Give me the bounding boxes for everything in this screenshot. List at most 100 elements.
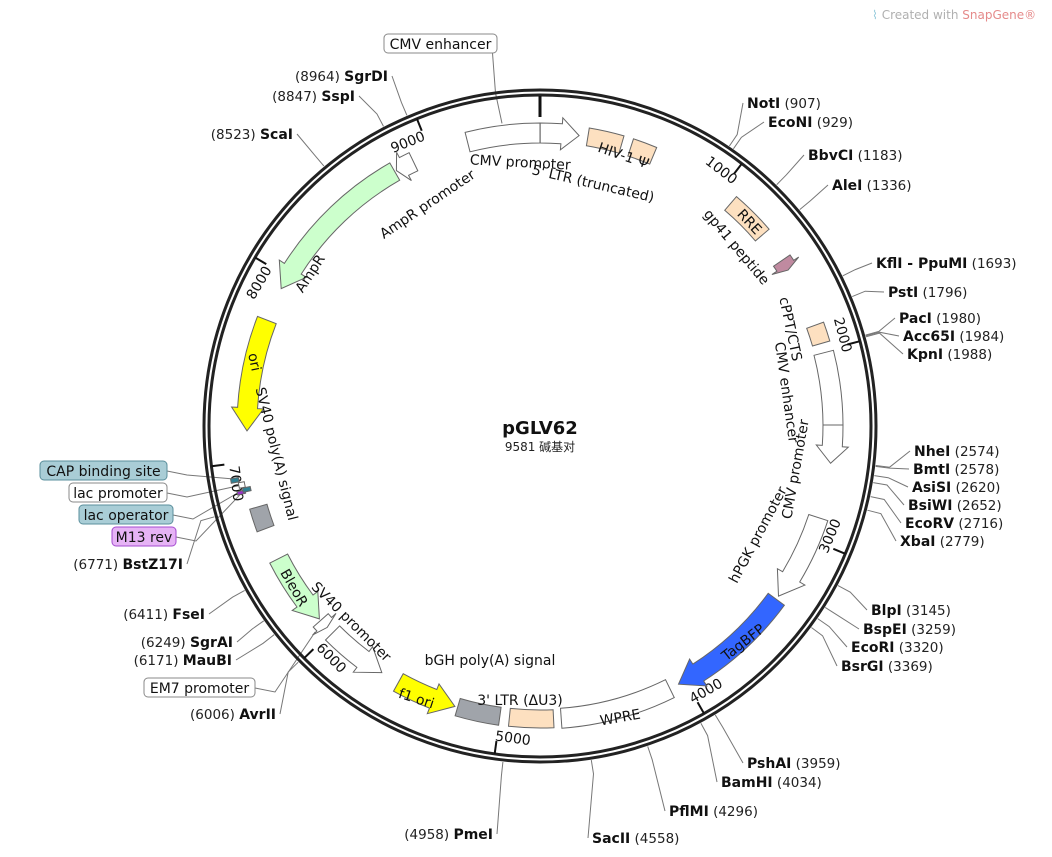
enzyme-leader-line — [852, 290, 885, 298]
enzyme-site[interactable]: NotI (907) — [747, 96, 821, 112]
enzyme-position: (929) — [812, 115, 853, 131]
enzyme-name: PmeI — [453, 827, 493, 843]
enzyme-site[interactable]: AsiSI (2620) — [912, 480, 1000, 496]
feature-label-box[interactable] — [383, 33, 498, 54]
enzyme-name: BlpI — [871, 603, 902, 619]
feature-label-box[interactable] — [78, 504, 174, 525]
feature-boxed-label: lac promoter — [73, 486, 163, 502]
enzyme-leader-line — [236, 620, 265, 643]
feature-cmv-enhancer[interactable] — [813, 349, 844, 426]
enzyme-site[interactable]: AleI (1336) — [832, 178, 912, 194]
feature-ampr[interactable] — [278, 162, 401, 290]
feature-bgh-poly-a-signal[interactable] — [454, 697, 502, 726]
feature-cmv-promoter[interactable] — [815, 424, 850, 465]
enzyme-leader-line — [776, 154, 805, 186]
feature-label-box[interactable] — [143, 677, 256, 698]
tick-mark — [696, 701, 705, 715]
feature-cmv-enhancer[interactable] — [464, 122, 541, 153]
feature-hpgk-promoter[interactable] — [776, 513, 829, 597]
enzyme-site[interactable]: BbvCI (1183) — [808, 148, 903, 164]
enzyme-leader-line — [824, 606, 860, 630]
enzyme-labels: NotI (907) EcoNI (929) BbvCI (1183) AleI (1… — [73, 69, 1016, 847]
enzyme-site[interactable]: PflMI (4296) — [669, 804, 758, 820]
feature-label-box[interactable] — [111, 526, 177, 547]
enzyme-site[interactable]: BamHI (4034) — [721, 775, 822, 791]
enzyme-site[interactable]: BspEI (3259) — [863, 622, 956, 638]
enzyme-position: (6249) — [141, 635, 190, 651]
feature-hiv-1[interactable] — [627, 138, 658, 165]
enzyme-leader-line — [842, 262, 873, 277]
enzyme-name: BbvCI — [808, 148, 853, 164]
feature-label-box[interactable] — [68, 482, 168, 503]
enzyme-site[interactable]: (6171) MauBI — [134, 653, 232, 669]
feature-lac-operator[interactable] — [241, 485, 252, 494]
enzyme-leader-line — [811, 627, 838, 667]
enzyme-site[interactable]: KpnI (1988) — [907, 347, 992, 363]
enzyme-site[interactable]: (6006) AvrII — [190, 707, 276, 723]
tick-mark — [415, 118, 423, 132]
feature-cppt-cts[interactable] — [806, 321, 831, 347]
plasmid-length: 9581 碱基对 — [505, 440, 575, 454]
feature-3-ltr-u3[interactable] — [507, 707, 555, 729]
feature-cmv-promoter[interactable] — [539, 116, 580, 151]
tick-mark — [303, 648, 315, 659]
feature-rre[interactable] — [723, 195, 770, 242]
enzyme-site[interactable]: BsrGI (3369) — [841, 659, 933, 675]
enzyme-name: XbaI — [900, 534, 935, 550]
feature-tagbfp[interactable] — [677, 592, 786, 687]
feature-lac-promoter[interactable] — [237, 481, 246, 489]
leader-lines — [166, 52, 911, 839]
enzyme-leader-line — [728, 102, 744, 147]
enzyme-site[interactable]: KflI - PpuMI (1693) — [876, 256, 1017, 272]
enzyme-leader-line — [837, 585, 868, 611]
enzyme-site[interactable]: Acc65I (1984) — [903, 329, 1004, 345]
enzyme-position: (1980) — [932, 311, 981, 327]
feature-gp41-peptide[interactable] — [771, 254, 800, 275]
enzyme-site[interactable]: EcoRV (2716) — [905, 516, 1003, 532]
feature-bleor[interactable] — [269, 553, 320, 620]
enzyme-site[interactable]: (6771) BstZ17I — [73, 557, 183, 573]
enzyme-name: SgrDI — [344, 69, 388, 85]
enzyme-site[interactable]: (8523) ScaI — [211, 127, 293, 143]
enzyme-site[interactable]: EcoNI (929) — [768, 115, 853, 131]
enzyme-name: AvrII — [239, 707, 276, 723]
enzyme-site[interactable]: NheI (2574) — [914, 444, 1000, 460]
feature-f1-ori[interactable] — [392, 673, 456, 715]
enzyme-site[interactable]: XbaI (2779) — [900, 534, 985, 550]
feature-5-ltr-truncated[interactable] — [585, 127, 625, 154]
enzyme-site[interactable]: PshAI (3959) — [747, 756, 841, 772]
feature-label-box[interactable] — [39, 460, 168, 481]
enzyme-leader-line — [358, 95, 384, 127]
enzyme-site[interactable]: BsiWI (2652) — [908, 498, 1002, 514]
feature-boxed-label: CMV enhancer — [390, 37, 492, 53]
enzyme-name: BamHI — [721, 775, 773, 791]
enzyme-site[interactable]: PstI (1796) — [888, 285, 967, 301]
feature-sv40-promoter[interactable] — [324, 625, 383, 674]
enzyme-site[interactable]: (4958) PmeI — [404, 827, 493, 843]
feature-sv40-poly-a-signal[interactable] — [249, 503, 275, 533]
enzyme-site[interactable]: EcoRI (3320) — [851, 640, 944, 656]
leader-line — [254, 631, 316, 693]
enzyme-site[interactable]: BlpI (3145) — [871, 603, 951, 619]
enzyme-site[interactable]: (6411) FseI — [123, 607, 205, 623]
leader-line — [175, 491, 243, 542]
enzyme-site[interactable]: PacI (1980) — [899, 311, 981, 327]
feature-label: SV40 poly(A) signal — [252, 386, 301, 523]
feature-wpre[interactable] — [559, 679, 675, 729]
enzyme-site[interactable]: SacII (4558) — [592, 831, 679, 847]
enzyme-site[interactable]: (6249) SgrAI — [141, 635, 233, 651]
enzyme-name: PacI — [899, 311, 932, 327]
enzyme-site[interactable]: (8847) SspI — [272, 89, 355, 105]
enzyme-name: BsrGI — [841, 659, 884, 675]
enzyme-position: (3369) — [884, 659, 933, 675]
enzyme-site[interactable]: BmtI (2578) — [913, 462, 999, 478]
leader-line — [166, 484, 241, 498]
feature-cap-binding-site[interactable] — [229, 476, 240, 484]
enzyme-site[interactable]: (8964) SgrDI — [295, 69, 388, 85]
enzyme-position: (6411) — [123, 607, 172, 623]
enzyme-position: (4558) — [630, 831, 679, 847]
feature-em7-promoter[interactable] — [312, 612, 337, 636]
feature-ampr-promoter[interactable] — [395, 152, 419, 182]
feature-ori[interactable] — [230, 315, 277, 432]
enzyme-name: SspI — [321, 89, 355, 105]
